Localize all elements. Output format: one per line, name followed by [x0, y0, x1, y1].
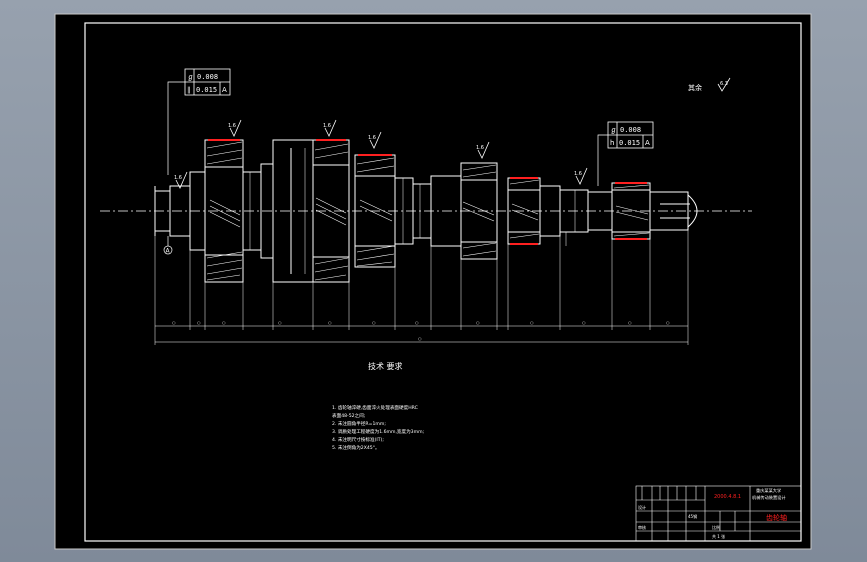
tol-left-sym2: ∥ [187, 86, 191, 94]
dimension-ticks: ○ ○ ○ ○ ○ ○ ○ ○ ○ ○ ○ ○ ○ [172, 320, 670, 341]
title-drawing-code: 2000.4.8.1 [714, 494, 741, 500]
roughness-value: 6.3 [720, 81, 728, 87]
tech-req-item-2: 表面48-52之间; [332, 412, 366, 419]
datum-marker: A [163, 236, 173, 255]
roughness-label: 其余 [688, 83, 702, 92]
title-block-text: 2000.4.8.1 重庆某某大学 机械传动装置设计 齿轮轴 设计 审核 45钢… [638, 487, 787, 539]
tech-req-item-4: 3. 调质处理工程硬度为1.6mm,宽度为3mm; [332, 428, 425, 435]
svg-text:○: ○ [530, 320, 534, 325]
surface-roughness-values: 1.6 1.6 1.6 1.6 1.6 1.6 [174, 123, 582, 181]
roughness-note: 其余 6.3 [688, 77, 731, 92]
title-designer: 设计 [638, 504, 646, 510]
tech-req-item-6: 5. 未注倒角为2X45°。 [332, 444, 380, 451]
tol-left-sym1: ℊ [187, 73, 194, 82]
svg-text:○: ○ [197, 320, 201, 325]
tooth-tip-highlights [208, 139, 647, 245]
svg-text:○: ○ [582, 320, 586, 325]
geometric-tolerance-frame-left: ℊ 0.008 ∥ 0.015 A [167, 68, 231, 175]
tech-req-item-3: 2. 未注圆角半径R=1mm; [332, 420, 386, 427]
tol-left-val1: 0.008 [197, 73, 218, 81]
dimension-extension-lines [154, 230, 689, 345]
svg-text:○: ○ [172, 320, 176, 325]
tol-right-datum: A [645, 139, 650, 147]
title-part-name: 齿轮轴 [766, 513, 787, 522]
tol-right-sym1: ℊ [610, 126, 617, 135]
svg-text:○: ○ [278, 320, 282, 325]
title-scale: 比例 [712, 524, 720, 530]
tech-req-title: 技术 要求 [368, 361, 403, 371]
svg-text:○: ○ [328, 320, 332, 325]
tol-right-val1: 0.008 [620, 126, 641, 134]
tol-right-val2: 0.015 [619, 139, 640, 147]
title-sheets: 共 1 张 [712, 533, 725, 539]
title-material: 45钢 [688, 513, 697, 519]
title-school: 重庆某某大学 [756, 487, 781, 494]
title-project: 机械传动装置设计 [752, 494, 786, 501]
tol-right-sym2: h [610, 139, 614, 147]
technical-requirements: 技术 要求 1. 齿轮轴淬硬,齿面淬火处理表面硬度HRC 表面48-52之间; … [332, 361, 425, 451]
svg-text:○: ○ [415, 320, 419, 325]
ra-mark-3: 1.6 [368, 135, 376, 141]
tech-req-item-5: 4. 未注明尺寸按标准(IT); [332, 436, 384, 443]
title-checker: 审核 [638, 524, 646, 530]
section-hatching [206, 141, 650, 281]
svg-text:○: ○ [372, 320, 376, 325]
geometric-tolerance-frame-right: ℊ 0.008 h 0.015 A [597, 121, 654, 186]
svg-text:○: ○ [222, 320, 226, 325]
ra-mark-5: 1.6 [574, 171, 582, 177]
ra-mark-4: 1.6 [476, 145, 484, 151]
ra-mark-6: 1.6 [174, 175, 182, 181]
tol-left-datum: A [222, 86, 227, 94]
surface-roughness-symbols [175, 119, 588, 189]
diameter-labels [249, 148, 576, 274]
tol-left-val2: 0.015 [196, 86, 217, 94]
drawing-sheet [54, 13, 812, 550]
svg-text:○: ○ [418, 336, 422, 341]
svg-text:○: ○ [666, 320, 670, 325]
svg-text:○: ○ [476, 320, 480, 325]
ra-mark-1: 1.6 [228, 123, 236, 129]
tech-req-item-1: 1. 齿轮轴淬硬,齿面淬火处理表面硬度HRC [332, 404, 418, 411]
drawing-border [84, 22, 802, 542]
datum-label: A [166, 248, 171, 255]
title-block [635, 485, 802, 542]
svg-text:○: ○ [628, 320, 632, 325]
ra-mark-2: 1.6 [323, 123, 331, 129]
